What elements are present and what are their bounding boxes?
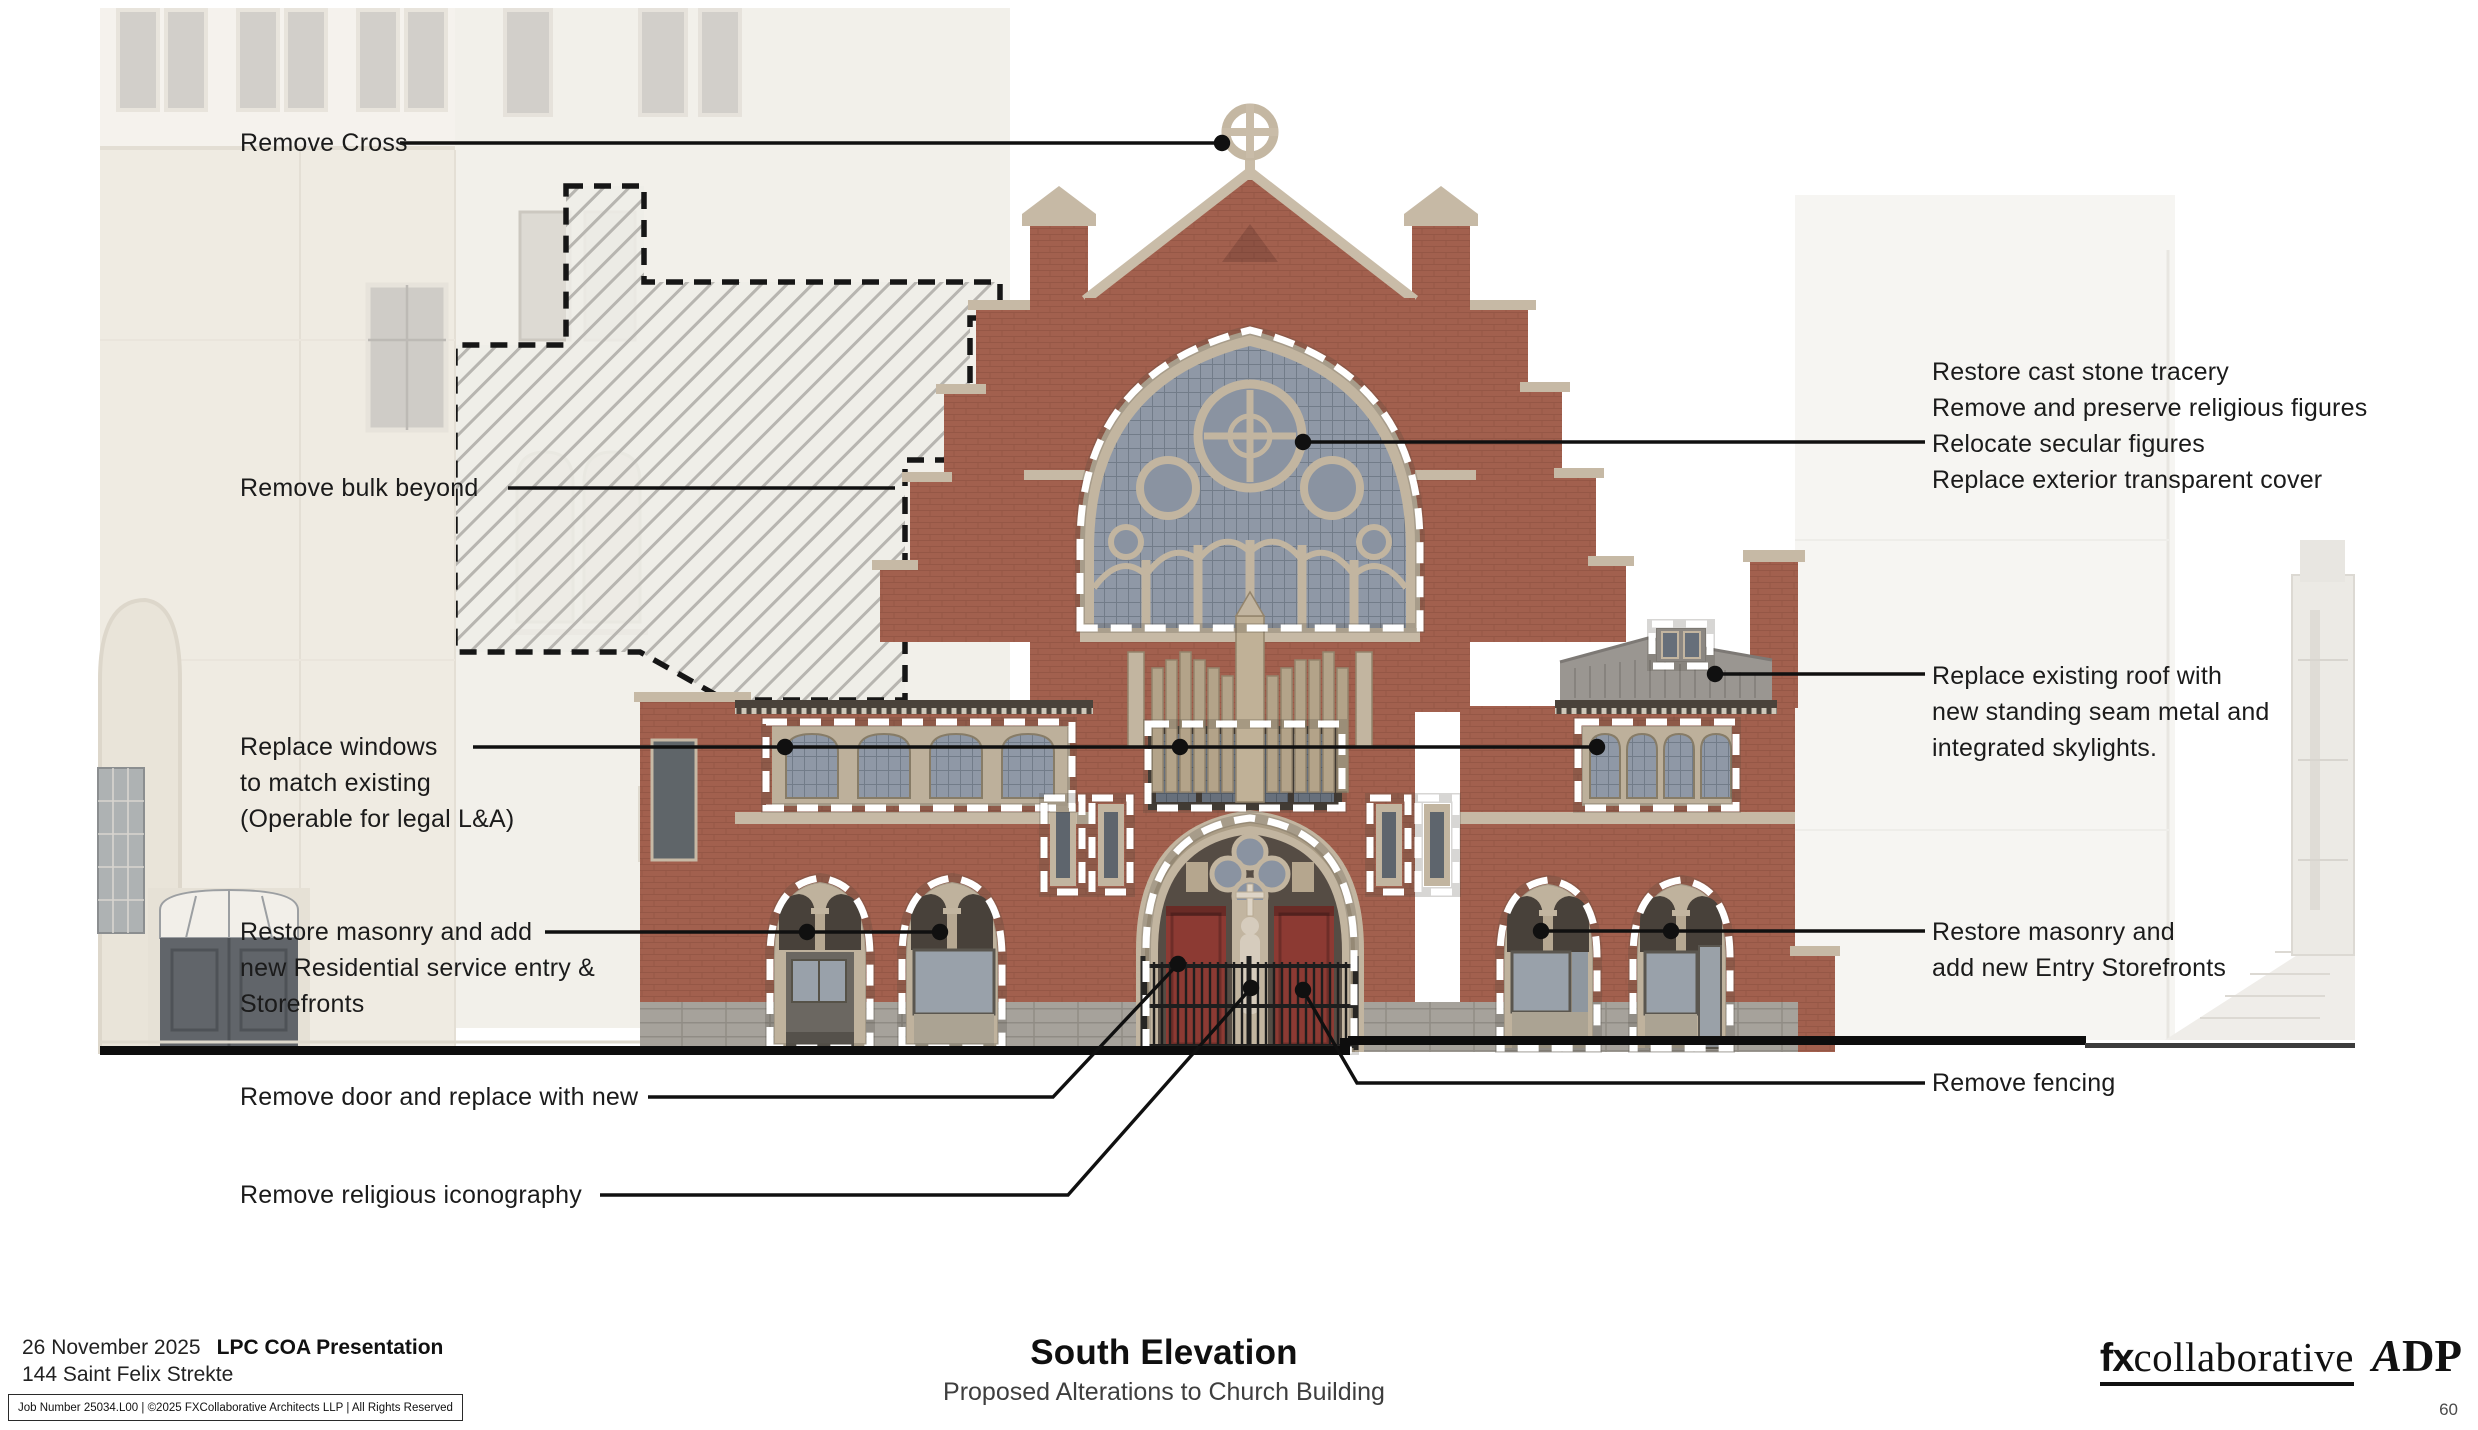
footer-address: 144 Saint Felix Strekte — [22, 1363, 234, 1386]
annotation-remove-fencing: Remove fencing — [1932, 1069, 2116, 1097]
annotation-restore-masonry-entry: Restore masonry and add new Entry Storef… — [1932, 918, 2227, 982]
celtic-cross-finial — [1221, 103, 1279, 180]
annotation-remove-cross: Remove Cross — [240, 129, 408, 157]
leader-remove-fencing — [1301, 989, 1925, 1085]
footer-date: 26 November 2025 — [22, 1336, 201, 1359]
sheet-title: South Elevation — [1030, 1333, 1298, 1372]
left-aisle-windows — [772, 726, 1070, 806]
leader-dots — [776, 134, 1724, 999]
footer-title-block: South Elevation Proposed Alterations to … — [943, 1333, 1385, 1407]
church-facade — [634, 103, 1840, 1052]
roof-dormer — [1656, 628, 1706, 662]
sheet-subtitle: Proposed Alterations to Church Building — [943, 1378, 1385, 1406]
annotation-restore-tracery: Restore cast stone tracery Remove and pr… — [1932, 358, 2368, 494]
page-number: 60 — [2439, 1400, 2458, 1419]
ground-line — [100, 1036, 2355, 1055]
leader-remove-iconography — [600, 986, 1253, 1197]
right-dentil-cornice — [1555, 700, 1777, 714]
adp-logo: ADP — [2371, 1331, 2462, 1381]
annotation-remove-religious-iconography: Remove religious iconography — [240, 1181, 582, 1209]
annotation-replace-windows: Replace windows to match existing (Opera… — [240, 733, 515, 833]
footer-job-line: Job Number 25034.L00 | ©2025 FXCollabora… — [8, 1394, 463, 1421]
background-buildings-right — [1795, 195, 2355, 1040]
annotation-replace-roof: Replace existing roof with new standing … — [1932, 662, 2270, 762]
right-stepped-mass — [1462, 300, 1805, 708]
annotation-restore-masonry-residential: Restore masonry and add new Residential … — [240, 918, 595, 1018]
slit-windows — [1050, 804, 1450, 886]
left-dentil-cornice — [735, 700, 1093, 714]
nave-piers — [1022, 186, 1478, 712]
footer-presentation: LPC COA Presentation — [216, 1336, 444, 1359]
neighbor-top-wind0ws — [116, 8, 448, 112]
annotation-remove-bulk-beyond: Remove bulk beyond — [240, 474, 479, 502]
neighbor-entry-door — [148, 888, 310, 1052]
annotation-leaders — [400, 134, 1925, 1197]
right-aisle-windows — [1582, 726, 1732, 806]
annotation-remove-door: Remove door and replace with new — [240, 1083, 639, 1111]
entry-portal — [1136, 810, 1364, 1052]
left-storefront-arches — [774, 882, 998, 1050]
left-stepped-mass — [872, 300, 1038, 642]
ghost-monument — [2165, 540, 2355, 1040]
leader-remove-door — [648, 962, 1180, 1099]
footer-date-line: 26 November 2025 LPC COA Presentation — [22, 1336, 443, 1360]
